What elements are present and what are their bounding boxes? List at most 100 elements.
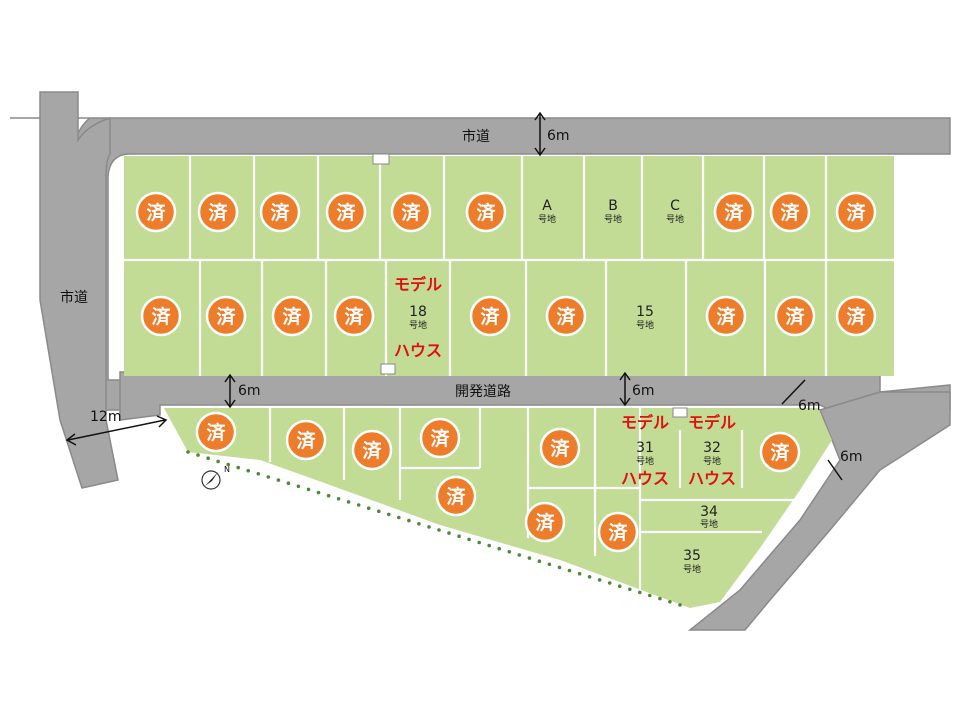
hedge-dot [597, 578, 602, 582]
sold-badge-circle [705, 295, 747, 337]
sold-badge-circle [713, 191, 755, 233]
sold-badge-circle [135, 191, 177, 233]
sold-badge-circle [759, 431, 801, 473]
sold-badge-circle [545, 295, 587, 337]
lot-34-suffix: 号地 [700, 518, 718, 530]
compass-label: N [224, 465, 230, 474]
hedge-dot [628, 587, 632, 592]
sold-badge-circle [271, 295, 313, 337]
sold-badge: 済 [333, 295, 375, 337]
lot-32-model-line1: モデル [688, 413, 736, 432]
sold-badge-label: 済 [296, 429, 316, 452]
right-width-arrow [781, 379, 806, 405]
sold-badge: 済 [759, 431, 801, 473]
hedge-dot [397, 515, 401, 520]
sold-badge: 済 [597, 511, 639, 553]
hedge-dot [417, 522, 421, 526]
lot-labels: A 号地 B 号地 C 号地 18 号地 モデル ハウス 15 号地 31 号地… [394, 198, 736, 575]
dev-road-label: 開発道路 [455, 384, 511, 400]
sold-badge: 済 [524, 501, 566, 543]
hedge-dot [236, 465, 240, 470]
left-road-label: 市道 [60, 289, 88, 306]
hedge-dot [587, 575, 592, 579]
sold-badge: 済 [539, 427, 581, 469]
sold-badge: 済 [419, 417, 461, 459]
sold-badge-label: 済 [550, 437, 570, 460]
lot-b-number: B [608, 198, 618, 214]
hedge-dot [617, 584, 622, 588]
road-labels: 市道 市道 開発道路 6m 6m 6m 6m 6m 12m [60, 111, 863, 481]
sold-badge-circle [285, 419, 327, 461]
sold-badge-circle [774, 295, 816, 337]
sold-badge-circle [205, 295, 247, 337]
sold-badge: 済 [205, 295, 247, 337]
hedge-dot [336, 497, 341, 501]
marker-low [672, 407, 688, 418]
sold-badge-circle [140, 295, 182, 337]
hedge-dot [316, 490, 321, 495]
sold-badge-label: 済 [476, 201, 496, 224]
hedge-dot [537, 559, 542, 563]
sold-badge-label: 済 [430, 427, 450, 450]
lot-a-number: A [542, 198, 552, 214]
hedge-dot [256, 472, 261, 476]
lot-35-suffix: 号地 [683, 563, 701, 575]
lot-18-model-line1: モデル [394, 275, 442, 294]
sold-badge-circle [197, 191, 239, 233]
sold-badge: 済 [140, 295, 182, 337]
hedge-dot [276, 478, 281, 482]
marker-top [372, 153, 390, 165]
sold-badge-circle [419, 417, 461, 459]
hedge-dot [567, 568, 572, 573]
hedge-dot [497, 546, 502, 551]
hedge-dot [377, 509, 381, 514]
lot-32-model-line2: ハウス [688, 469, 736, 488]
sold-badge-circle [539, 427, 581, 469]
sold-badge-circle [351, 429, 393, 471]
mid-width-arrowheads-left [224, 373, 236, 409]
hedge-dot [206, 456, 210, 461]
hedge-dot [577, 571, 582, 576]
hedge-dot [186, 450, 190, 454]
hedge-dot [387, 512, 391, 517]
sold-badge-label: 済 [716, 305, 736, 328]
left-width-label: 12m [90, 409, 121, 425]
hedge-dot [457, 534, 461, 538]
lot-32-suffix: 号地 [703, 455, 721, 467]
roads [10, 91, 951, 631]
hedge-dot [226, 462, 230, 467]
sold-badge-label: 済 [780, 201, 800, 224]
sold-badge: 済 [197, 191, 239, 233]
sold-badge: 済 [769, 191, 811, 233]
sold-badge-label: 済 [206, 421, 226, 444]
sold-badge-label: 済 [446, 485, 466, 508]
sold-badge: 済 [435, 475, 477, 517]
lot-34-number: 34 [700, 504, 718, 520]
sold-badge-circle [835, 295, 877, 337]
hedge-dot [356, 503, 361, 507]
hedge-dot [527, 556, 532, 560]
sold-badge: 済 [705, 295, 747, 337]
lot-c-suffix: 号地 [666, 213, 684, 225]
sold-badge: 済 [545, 295, 587, 337]
sold-badge: 済 [469, 295, 511, 337]
sold-badge: 済 [713, 191, 755, 233]
sold-badge-label: 済 [846, 201, 866, 224]
sold-badge-label: 済 [208, 201, 228, 224]
mid-width-label-right: 6m [632, 383, 655, 399]
hedge-dot [507, 550, 512, 554]
diag-width-arrow [827, 459, 843, 481]
hedge-dot [517, 553, 522, 557]
sold-badge-circle [524, 501, 566, 543]
top-road-label: 市道 [462, 128, 490, 145]
hedge-dot [477, 540, 482, 545]
lower-block [164, 408, 832, 608]
hedge-dot [607, 581, 612, 585]
sold-badge: 済 [465, 191, 507, 233]
sold-badge-label: 済 [362, 439, 382, 462]
hedge-dot [447, 531, 451, 535]
lot-31-number: 31 [636, 440, 654, 456]
sold-badge-label: 済 [724, 201, 744, 224]
sold-badge-circle [333, 295, 375, 337]
